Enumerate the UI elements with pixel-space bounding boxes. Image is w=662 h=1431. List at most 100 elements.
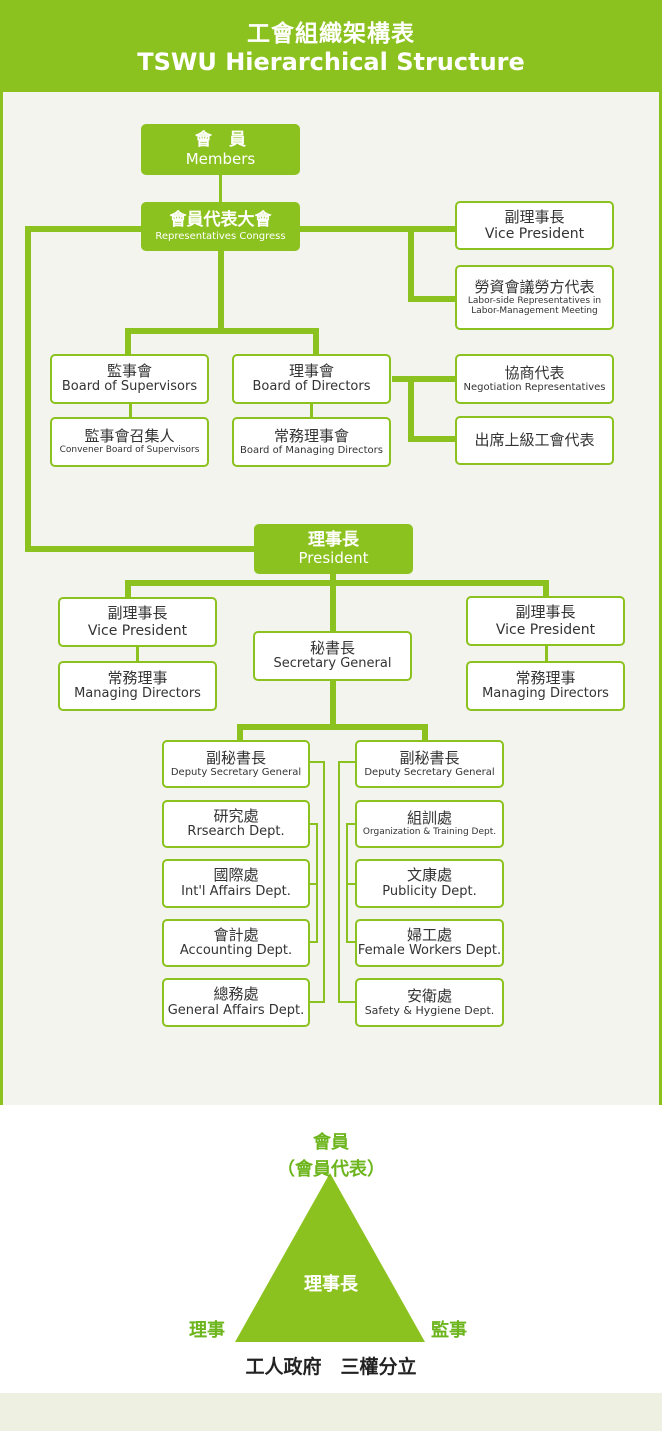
frame-left	[0, 92, 3, 1105]
connector-line	[323, 761, 325, 1003]
vice-president-left-en: Vice President	[87, 622, 188, 639]
triangle-top-label-2: （會員代表）	[277, 1159, 385, 1180]
vice-president-right-box: 副理事長 Vice President	[466, 596, 625, 646]
triangle-shape	[235, 1173, 425, 1342]
publicity-dept-box: 文康處 Publicity Dept.	[355, 859, 504, 908]
connector-line	[25, 226, 143, 232]
accounting-dept-en: Accounting Dept.	[179, 943, 293, 959]
triangle-top-label-1: 會員	[313, 1132, 349, 1153]
managing-board-zh: 常務理事會	[273, 426, 349, 445]
connector-line	[309, 761, 325, 763]
managing-directors-right-zh: 常務理事	[515, 668, 576, 687]
female-workers-dept-en: Female Workers Dept.	[357, 943, 502, 959]
general-affairs-dept-en: General Affairs Dept.	[167, 1002, 305, 1018]
connector-line	[408, 436, 456, 442]
connector-line	[313, 328, 319, 355]
connector-line	[408, 296, 456, 302]
organization-dept-en: Organization & Training Dept.	[362, 827, 497, 838]
general-affairs-dept-zh: 總務處	[213, 985, 259, 1004]
connector-line	[543, 580, 549, 597]
connector-line	[346, 941, 356, 943]
connector-line	[300, 226, 456, 232]
labor-rep-en-2: Labor-Management Meeting	[471, 306, 598, 317]
managing-directors-right-box: 常務理事 Managing Directors	[466, 661, 625, 711]
frame-right	[659, 92, 662, 1105]
upper-union-zh: 出席上級工會代表	[474, 430, 595, 449]
female-workers-dept-zh: 婦工處	[406, 925, 452, 944]
connector-line	[136, 646, 139, 661]
congress-box: 會員代表大會 Representatives Congress	[141, 202, 300, 251]
research-dept-en: Rrsearch Dept.	[187, 824, 285, 840]
president-zh: 理事長	[308, 529, 359, 550]
connector-line	[330, 681, 336, 728]
intl-dept-en: Int'l Affairs Dept.	[181, 883, 291, 899]
labor-rep-zh: 勞資會議勞方代表	[474, 277, 595, 296]
negotiation-en: Negotiation Representatives	[463, 381, 606, 393]
convener-zh: 監事會召集人	[84, 427, 175, 446]
deputy-secretary-right-zh: 副秘書長	[399, 748, 460, 767]
connector-line	[125, 580, 549, 586]
managing-directors-left-zh: 常務理事	[107, 668, 168, 687]
research-dept-box: 研究處 Rrsearch Dept.	[162, 800, 310, 848]
connector-line	[346, 823, 356, 825]
deputy-secretary-left-zh: 副秘書長	[205, 748, 266, 767]
research-dept-zh: 研究處	[213, 806, 259, 825]
triangle-center-label: 理事長	[304, 1274, 358, 1295]
intl-dept-box: 國際處 Int'l Affairs Dept.	[162, 859, 310, 908]
congress-zh: 會員代表大會	[169, 209, 272, 230]
female-workers-dept-box: 婦工處 Female Workers Dept.	[355, 919, 504, 967]
safety-dept-box: 安衛處 Safety & Hygiene Dept.	[355, 978, 504, 1027]
connector-line	[237, 724, 428, 730]
title-zh: 工會組織架構表	[247, 21, 415, 47]
vice-president-right-zh: 副理事長	[515, 603, 576, 622]
connector-line	[338, 761, 356, 763]
managing-board-box: 常務理事會 Board of Managing Directors	[232, 417, 391, 467]
negotiation-zh: 協商代表	[504, 363, 565, 382]
connector-line	[330, 574, 336, 632]
connector-line	[316, 823, 318, 943]
connector-line	[545, 646, 548, 661]
vice-president-top-zh: 副理事長	[504, 207, 565, 226]
labor-rep-box: 勞資會議勞方代表 Labor-side Representatives in L…	[455, 265, 614, 330]
managing-directors-right-en: Managing Directors	[482, 686, 609, 702]
vice-president-right-en: Vice President	[495, 621, 596, 638]
connector-line	[125, 328, 319, 334]
connector-line	[25, 546, 255, 552]
connector-line	[309, 883, 316, 885]
supervisors-en: Board of Supervisors	[61, 379, 198, 395]
managing-board-en: Board of Managing Directors	[240, 444, 383, 456]
supervisors-box: 監事會 Board of Supervisors	[50, 354, 209, 404]
vice-president-top-box: 副理事長 Vice President	[455, 201, 614, 250]
secretary-en: Secretary General	[273, 656, 392, 672]
supervisors-zh: 監事會	[106, 361, 152, 380]
vice-president-left-zh: 副理事長	[107, 604, 168, 623]
negotiation-box: 協商代表 Negotiation Representatives	[455, 354, 614, 404]
triangle-diagram	[235, 1173, 425, 1342]
connector-line	[309, 823, 316, 825]
vice-president-left-box: 副理事長 Vice President	[58, 597, 217, 647]
members-box: 會 員 Members	[141, 124, 300, 175]
connector-line	[422, 724, 428, 741]
president-en: President	[298, 549, 369, 568]
members-zh: 會 員	[195, 130, 246, 151]
header-banner: 工會組織架構表 TSWU Hierarchical Structure	[0, 0, 662, 92]
connector-line	[129, 404, 132, 418]
publicity-dept-en: Publicity Dept.	[382, 883, 477, 899]
connector-line	[310, 404, 313, 418]
title-en: TSWU Hierarchical Structure	[137, 48, 525, 76]
secretary-box: 秘書長 Secretary General	[253, 631, 412, 681]
secretary-zh: 秘書長	[309, 638, 355, 657]
triangle-caption: 工人政府 三權分立	[245, 1356, 417, 1378]
connector-line	[125, 580, 131, 597]
connector-line	[408, 226, 414, 302]
general-affairs-dept-box: 總務處 General Affairs Dept.	[162, 978, 310, 1027]
labor-rep-en-1: Labor-side Representatives in	[467, 295, 602, 306]
upper-union-box: 出席上級工會代表	[455, 416, 614, 465]
connector-line	[25, 226, 31, 552]
connector-line	[237, 724, 243, 741]
deputy-secretary-left-en: Deputy Secretary General	[170, 766, 302, 778]
connector-line	[218, 250, 224, 330]
vice-president-top-en: Vice President	[484, 226, 585, 243]
connector-line	[392, 376, 456, 382]
directors-zh: 理事會	[288, 361, 334, 380]
